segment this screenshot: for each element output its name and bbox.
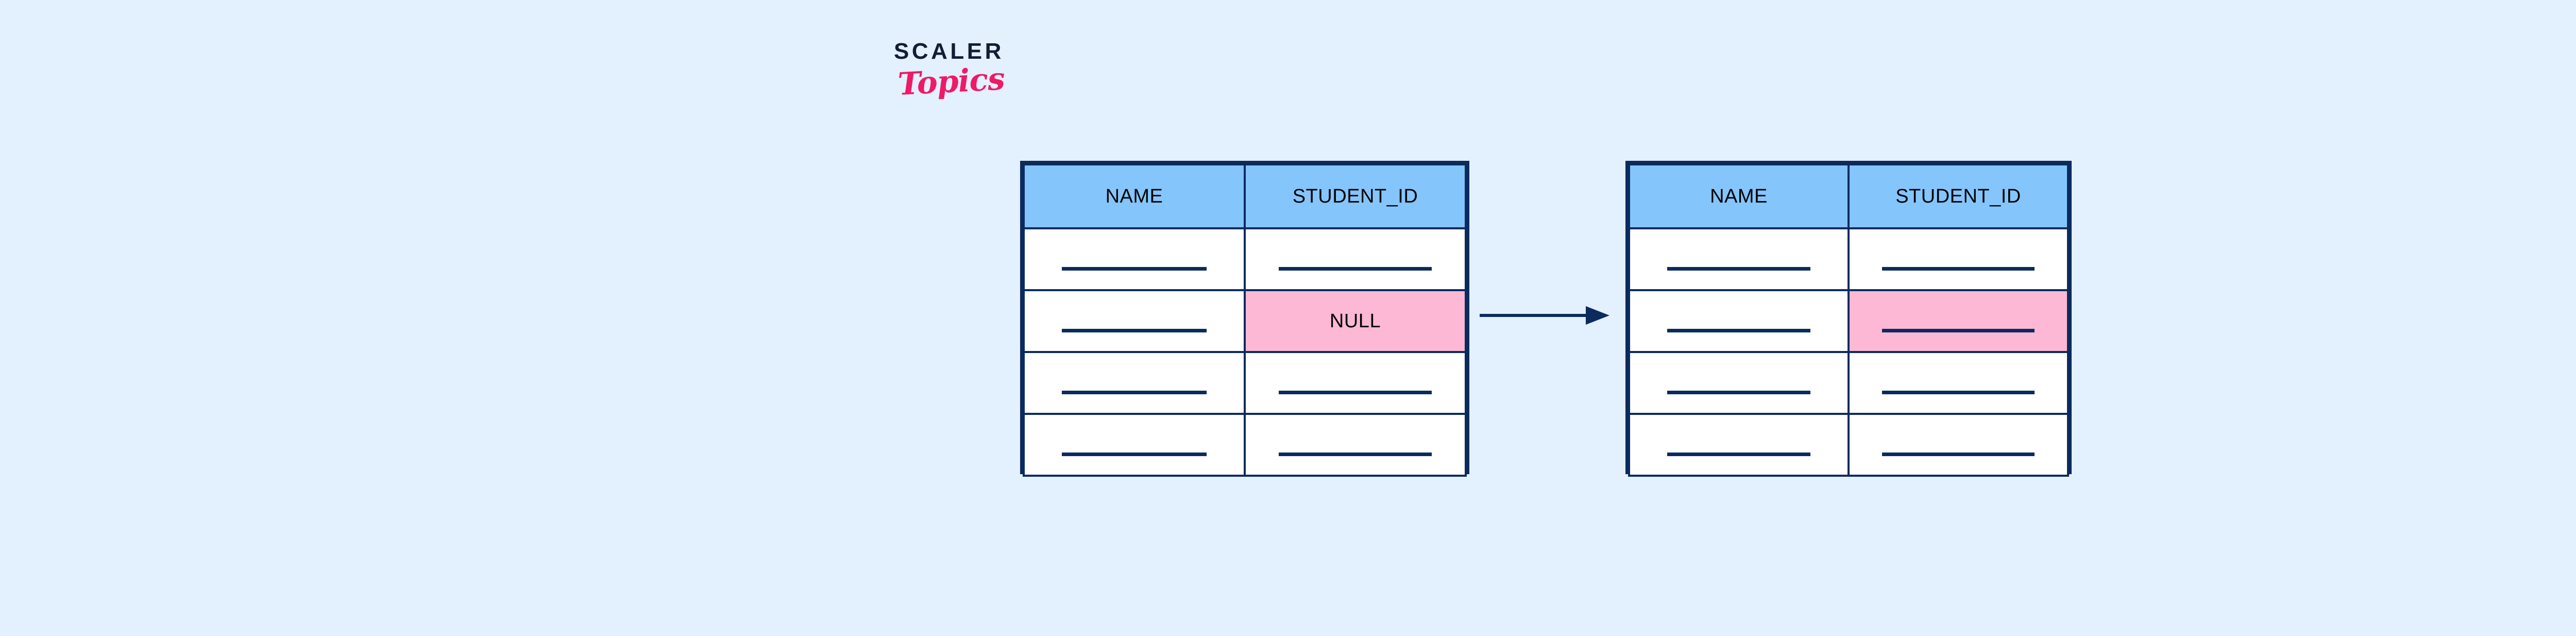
cell-student-id — [1244, 413, 1467, 477]
redacted-value-bar — [1667, 266, 1811, 271]
table-row — [1023, 351, 1467, 415]
table-body-after — [1628, 227, 2069, 477]
redacted-value-bar — [1882, 452, 2035, 456]
redacted-value-bar — [1062, 452, 1207, 456]
redacted-value-bar — [1667, 452, 1811, 456]
cell-student-id — [1848, 351, 2069, 415]
table-header-row: NAME STUDENT_ID — [1023, 163, 1467, 229]
table-row — [1023, 413, 1467, 477]
cell-student-id — [1244, 351, 1467, 415]
cell-student-id — [1848, 227, 2069, 291]
cell-name — [1628, 227, 1850, 291]
table-row — [1628, 351, 2069, 415]
redacted-value-bar — [1062, 390, 1207, 394]
redacted-value-bar — [1667, 390, 1811, 394]
scaler-topics-logo: SCALER Topics — [894, 40, 1038, 112]
cell-name — [1628, 289, 1850, 353]
redacted-value-bar — [1062, 328, 1207, 332]
table-row — [1628, 413, 2069, 477]
transform-arrow — [1480, 304, 1613, 327]
cell-name — [1023, 289, 1246, 353]
table-body-before: NULL — [1023, 227, 1467, 477]
table-row — [1628, 289, 2069, 353]
redacted-value-bar — [1278, 266, 1432, 271]
student-table-before: NAME STUDENT_ID NULL — [1023, 163, 1467, 477]
redacted-value-bar — [1278, 452, 1432, 456]
redacted-value-bar — [1278, 390, 1432, 394]
table-header-after: NAME STUDENT_ID — [1628, 163, 2069, 229]
table-row — [1628, 227, 2069, 291]
table-header-row: NAME STUDENT_ID — [1628, 163, 2069, 229]
redacted-value-bar — [1882, 390, 2035, 394]
redacted-value-bar — [1062, 266, 1207, 271]
cell-name — [1628, 413, 1850, 477]
student-table-after: NAME STUDENT_ID — [1628, 163, 2069, 477]
table-after: NAME STUDENT_ID — [1625, 161, 2072, 477]
brand-script-topics: Topics — [897, 61, 1006, 103]
cell-student-id — [1244, 227, 1467, 291]
arrow-right-icon — [1480, 306, 1609, 325]
table-before: NAME STUDENT_ID NULL — [1020, 161, 1469, 477]
column-header-name: NAME — [1023, 163, 1246, 229]
column-header-student-id: STUDENT_ID — [1848, 163, 2069, 229]
cell-name — [1023, 413, 1246, 477]
table-row: NULL — [1023, 289, 1467, 353]
redacted-value-bar — [1667, 328, 1811, 332]
brand-wordmark: SCALER — [894, 39, 1004, 64]
redacted-value-bar — [1882, 266, 2035, 271]
cell-name — [1023, 351, 1246, 415]
cell-name — [1023, 227, 1246, 291]
cell-student-id-null: NULL — [1244, 289, 1467, 353]
cell-student-id — [1848, 413, 2069, 477]
cell-student-id-filled — [1848, 289, 2069, 353]
table-header-before: NAME STUDENT_ID — [1023, 163, 1467, 229]
table-row — [1023, 227, 1467, 291]
cell-name — [1628, 351, 1850, 415]
redacted-value-bar-highlight — [1882, 328, 2035, 332]
column-header-student-id: STUDENT_ID — [1244, 163, 1467, 229]
null-value-label: NULL — [1329, 310, 1381, 332]
column-header-name: NAME — [1628, 163, 1850, 229]
